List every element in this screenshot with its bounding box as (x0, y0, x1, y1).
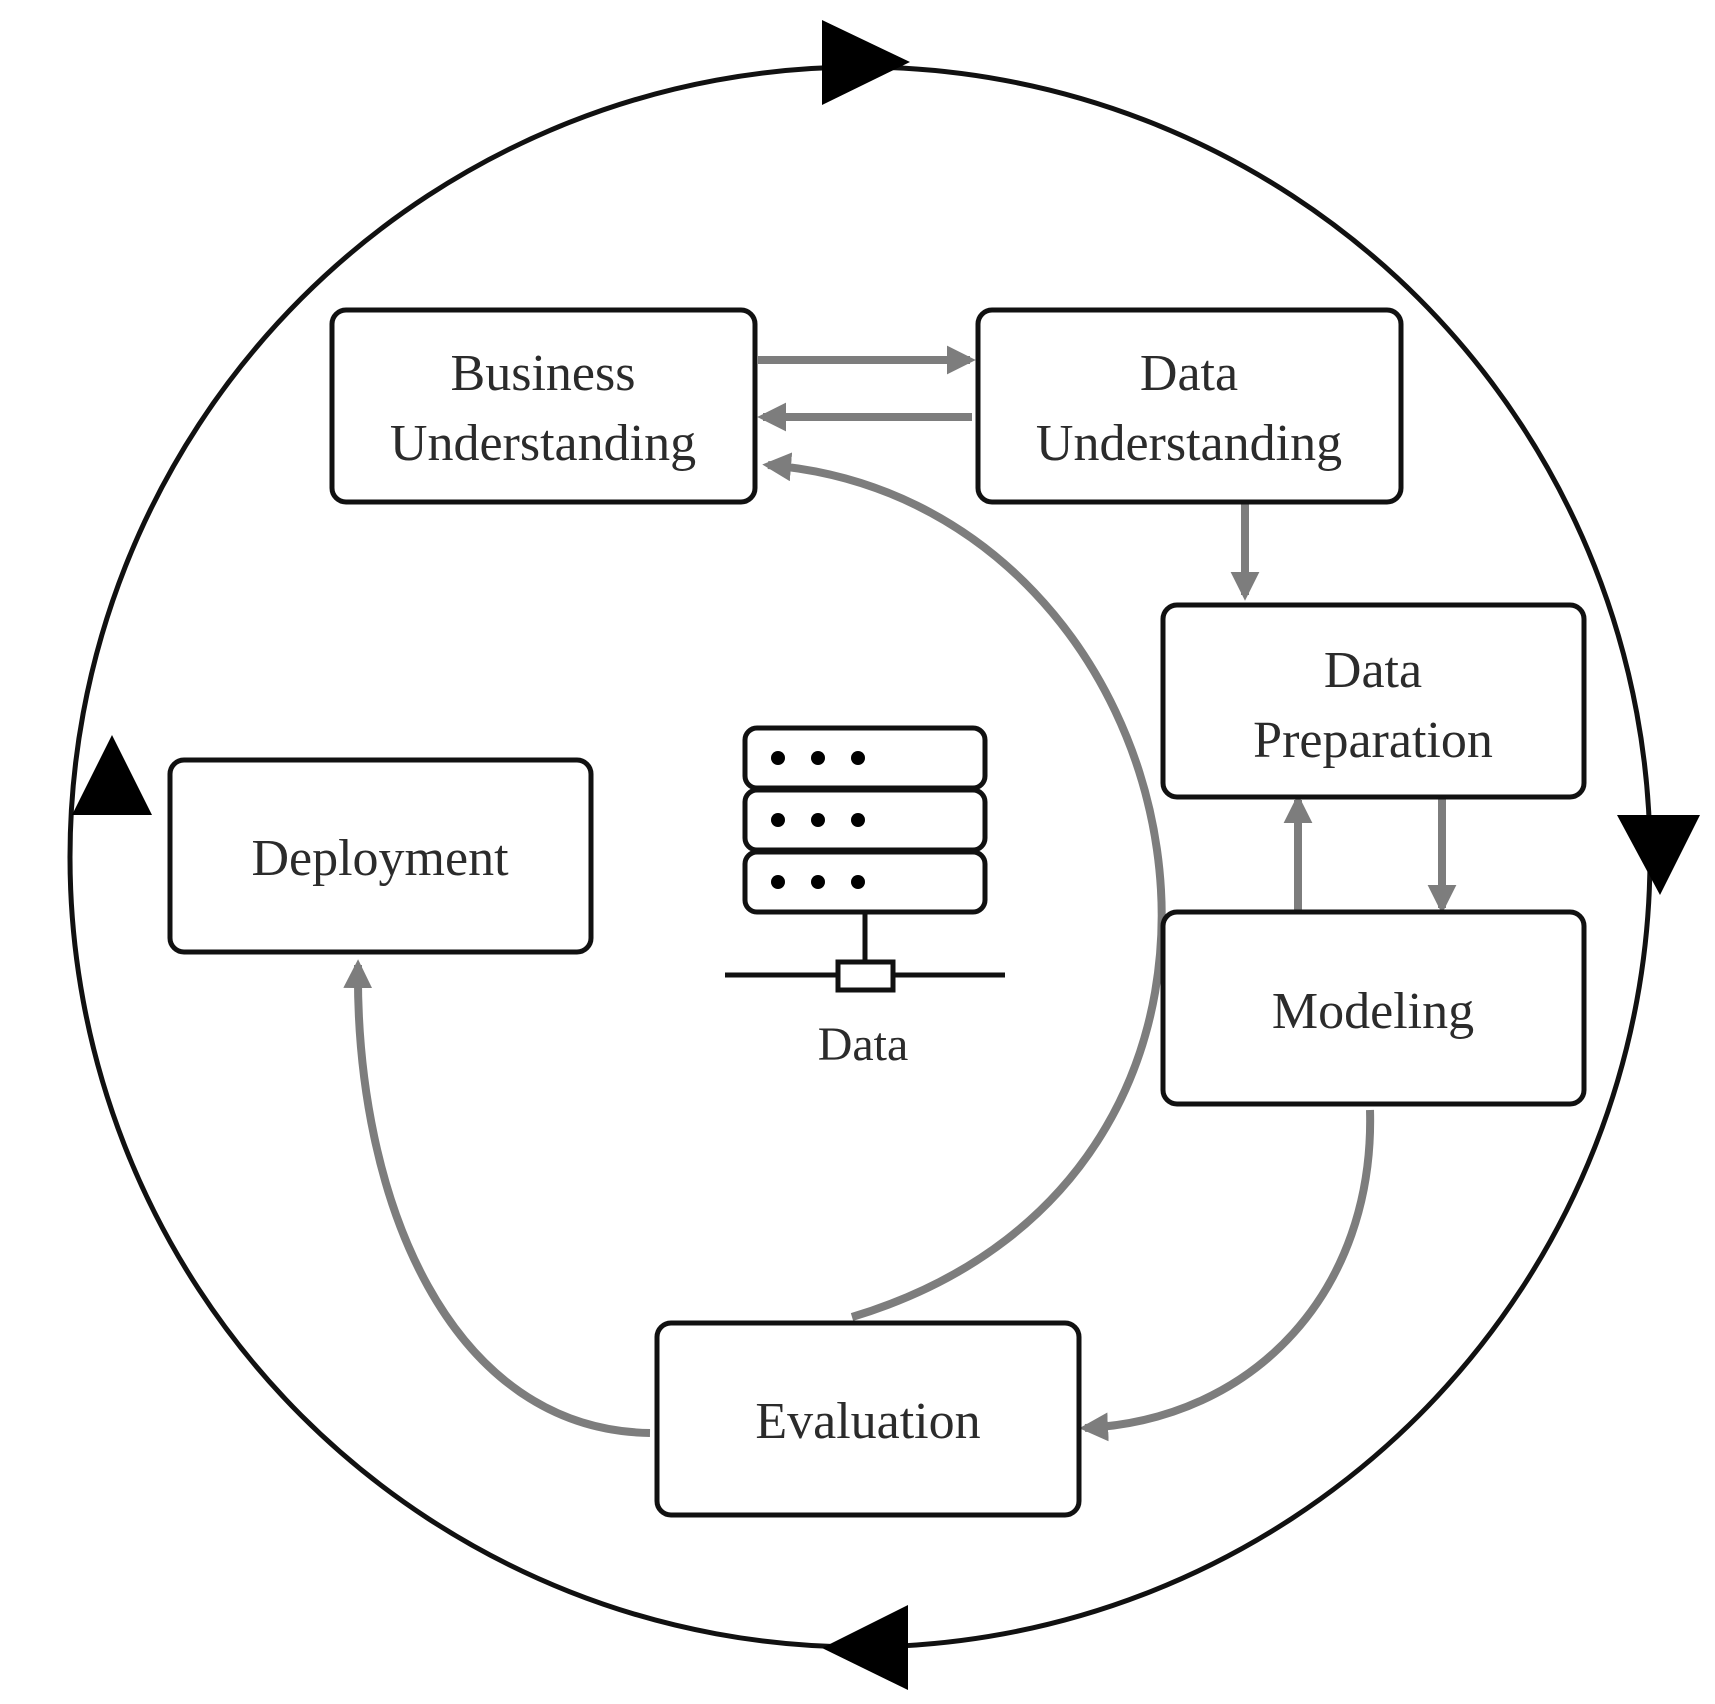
evaluation-label: Evaluation (755, 1393, 980, 1450)
node-business-understanding[interactable]: Business Understanding (329, 307, 758, 505)
cycle-arrow-bottom-icon (822, 1605, 908, 1690)
node-evaluation[interactable]: Evaluation (654, 1320, 1082, 1518)
modeling-label: Modeling (1272, 983, 1474, 1040)
arrow-evaluation-to-deployment (343, 959, 651, 1437)
business-understanding-line1: Business (451, 345, 636, 402)
node-data-understanding[interactable]: Data Understanding (975, 307, 1404, 505)
arrow-modeling-to-evaluation (1079, 1109, 1375, 1442)
database-server-icon (725, 725, 1005, 993)
business-understanding-line2: Understanding (390, 415, 696, 472)
data-understanding-line1: Data (1140, 345, 1238, 402)
data-label: Data (818, 1018, 909, 1071)
data-preparation-line2: Preparation (1253, 712, 1493, 769)
node-data-preparation[interactable]: Data Preparation (1160, 602, 1587, 800)
node-modeling[interactable]: Modeling (1160, 909, 1587, 1107)
data-preparation-line1: Data (1324, 642, 1422, 699)
cycle-arrow-left-icon (72, 735, 152, 815)
deployment-label: Deployment (251, 830, 509, 887)
cycle-arrow-right-icon (1617, 815, 1700, 895)
cycle-arrow-top-icon (822, 20, 910, 105)
flow-arrows (343, 345, 1457, 1442)
outer-cycle (67, 20, 1700, 1690)
node-deployment[interactable]: Deployment (167, 757, 594, 955)
data-understanding-line2: Understanding (1036, 415, 1342, 472)
network-port (835, 959, 896, 993)
arrow-evaluation-to-business (762, 452, 1166, 1321)
